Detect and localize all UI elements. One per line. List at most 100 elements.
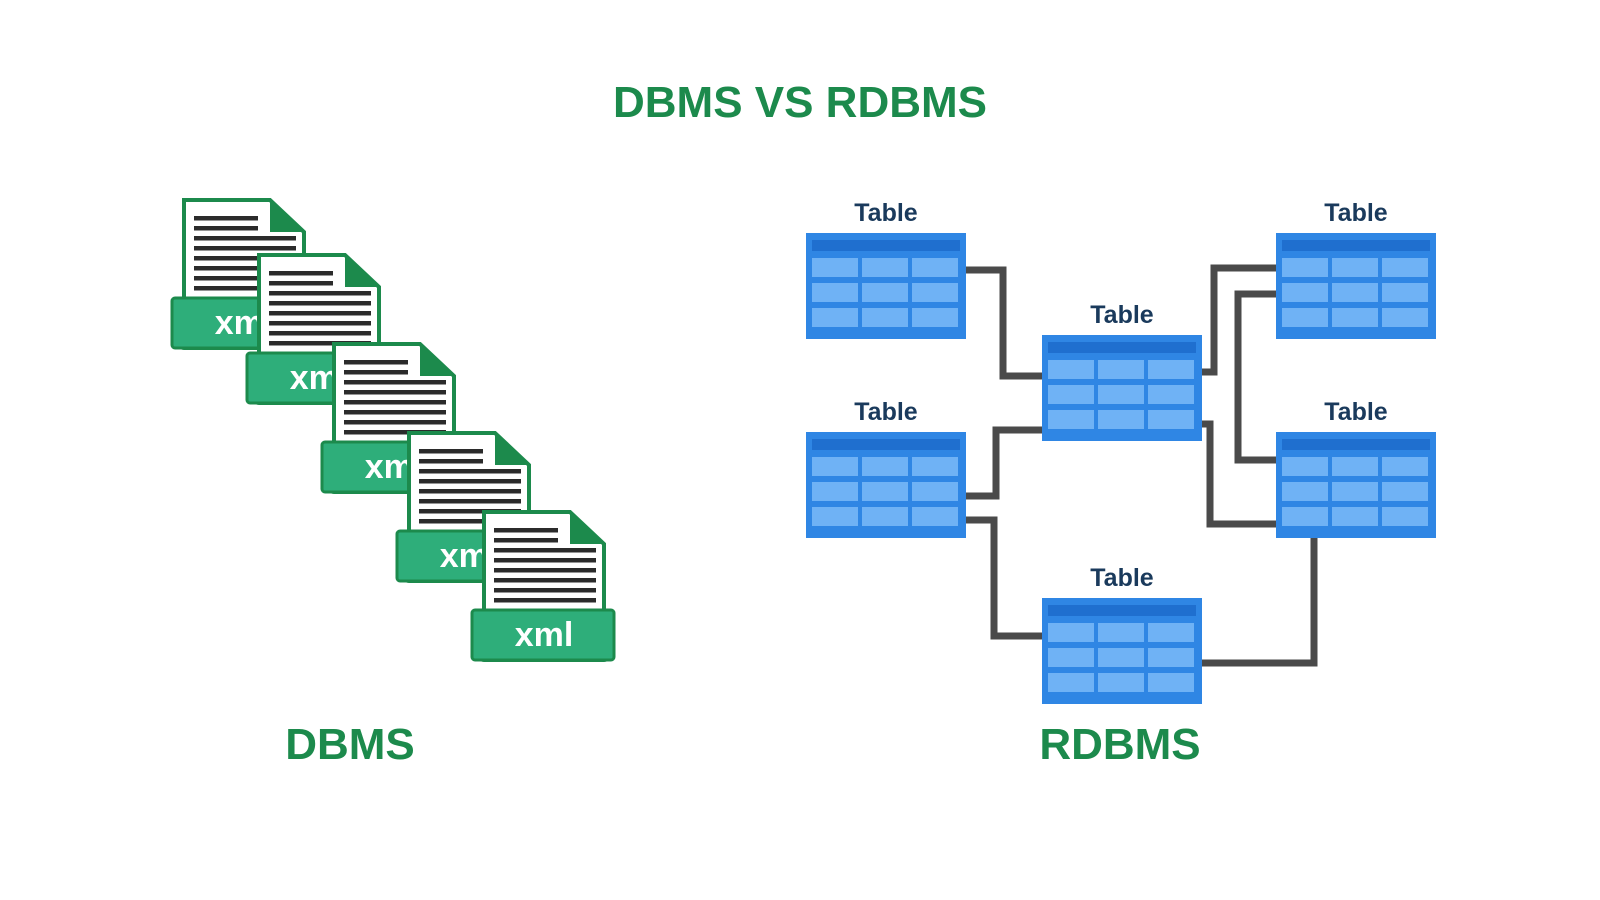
- table-cell: [912, 258, 958, 277]
- table-cell: [1148, 648, 1194, 667]
- table-cell: [1382, 457, 1428, 476]
- table-cell: [1148, 410, 1194, 429]
- table-cell: [1382, 283, 1428, 302]
- table-cell: [1332, 308, 1378, 327]
- table-label: Table: [1090, 301, 1154, 329]
- table-icon: Table: [1276, 398, 1436, 538]
- text-line: [344, 360, 408, 365]
- text-line: [344, 410, 446, 415]
- text-line: [344, 420, 446, 425]
- table-cell: [1382, 258, 1428, 277]
- table-cell: [812, 308, 858, 327]
- table-cell: [812, 482, 858, 501]
- xml-label: xml: [515, 616, 574, 654]
- table-cell: [1098, 410, 1144, 429]
- table-cell: [1048, 648, 1094, 667]
- text-line: [419, 489, 521, 494]
- folded-corner: [270, 200, 304, 232]
- table-cell: [1148, 360, 1194, 379]
- table-cell: [1098, 673, 1144, 692]
- text-line: [194, 246, 296, 251]
- text-line: [194, 236, 296, 241]
- table-label: Table: [1324, 398, 1388, 426]
- text-line: [194, 216, 258, 221]
- text-line: [419, 469, 521, 474]
- text-line: [419, 449, 483, 454]
- text-line: [344, 430, 446, 435]
- table-cell: [1048, 410, 1094, 429]
- text-line: [344, 400, 446, 405]
- relationship-line: [1198, 264, 1280, 376]
- table-cell: [912, 308, 958, 327]
- text-line: [494, 598, 596, 603]
- text-line: [344, 380, 446, 385]
- table-header: [812, 439, 960, 450]
- text-line: [194, 276, 296, 281]
- table-cell: [812, 258, 858, 277]
- table-cell: [1332, 283, 1378, 302]
- relationship-line: [962, 426, 1042, 500]
- table-cell: [812, 283, 858, 302]
- text-line: [269, 301, 371, 306]
- relationship-lines: [962, 264, 1318, 667]
- text-line: [344, 390, 446, 395]
- table-cell: [1148, 385, 1194, 404]
- text-line: [269, 331, 371, 336]
- table-header: [1048, 605, 1196, 616]
- text-line: [494, 578, 596, 583]
- relationship-line: [1198, 536, 1318, 667]
- text-line: [344, 370, 408, 375]
- table-cell: [1282, 457, 1328, 476]
- table-cell: [912, 507, 958, 526]
- table-cell: [1048, 360, 1094, 379]
- text-line: [269, 321, 371, 326]
- text-line: [419, 459, 483, 464]
- table-label: Table: [1090, 564, 1154, 592]
- table-icon: Table: [806, 398, 966, 538]
- table-header: [1282, 439, 1430, 450]
- text-line: [269, 341, 371, 346]
- table-cell: [1048, 673, 1094, 692]
- text-line: [269, 281, 333, 286]
- table-cell: [1382, 507, 1428, 526]
- table-cell: [1048, 385, 1094, 404]
- table-cell: [1282, 308, 1328, 327]
- text-line: [494, 548, 596, 553]
- table-cell: [862, 457, 908, 476]
- table-cell: [1382, 482, 1428, 501]
- relationship-line: [1234, 290, 1280, 464]
- dbms-label: DBMS: [285, 720, 415, 769]
- table-cell: [862, 482, 908, 501]
- rdbms-label: RDBMS: [1039, 720, 1201, 769]
- folded-corner: [345, 255, 379, 287]
- table-cell: [1098, 385, 1144, 404]
- text-line: [194, 256, 296, 261]
- table-label: Table: [1324, 199, 1388, 227]
- text-line: [269, 291, 371, 296]
- folded-corner: [570, 512, 604, 544]
- table-cell: [912, 283, 958, 302]
- text-line: [494, 558, 596, 563]
- relationship-line: [962, 516, 1042, 640]
- table-cell: [1282, 258, 1328, 277]
- table-cell: [862, 258, 908, 277]
- table-cell: [862, 507, 908, 526]
- table-cell: [1148, 623, 1194, 642]
- table-cell: [862, 283, 908, 302]
- table-label: Table: [854, 398, 918, 426]
- table-icon: Table: [806, 199, 966, 339]
- table-cell: [1098, 648, 1144, 667]
- table-cell: [1332, 482, 1378, 501]
- folded-corner: [495, 433, 529, 465]
- text-line: [269, 311, 371, 316]
- table-cell: [1282, 507, 1328, 526]
- table-cell: [1282, 482, 1328, 501]
- text-line: [194, 286, 296, 291]
- text-line: [194, 266, 296, 271]
- table-icon: Table: [1042, 564, 1202, 704]
- table-cell: [1098, 360, 1144, 379]
- table-header: [812, 240, 960, 251]
